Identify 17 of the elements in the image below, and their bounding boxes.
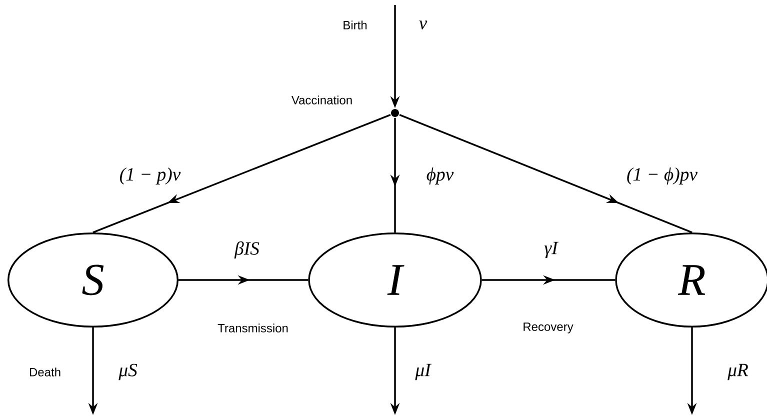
edge-label: (1 − ϕ)pν [625,166,699,186]
edge-label: μR [726,362,750,382]
process-label: Recovery [524,322,574,334]
edge-label: γI [542,240,560,260]
flow-arrow [92,114,391,234]
junction-dot [391,109,399,117]
node-caption: Vaccination [292,96,352,104]
process-label: Transmission [218,324,288,332]
edge-label: μI [414,362,432,382]
edge-label: μS [117,362,139,382]
edge-label: ϕpν [425,166,455,186]
edge-label: (1 − p)ν [118,166,182,186]
edge-label: ν [418,19,428,31]
flow-arrow [399,114,692,234]
edge-label: βIS [233,240,261,260]
process-label: Birth [344,20,367,30]
process-label: Death [30,368,60,376]
